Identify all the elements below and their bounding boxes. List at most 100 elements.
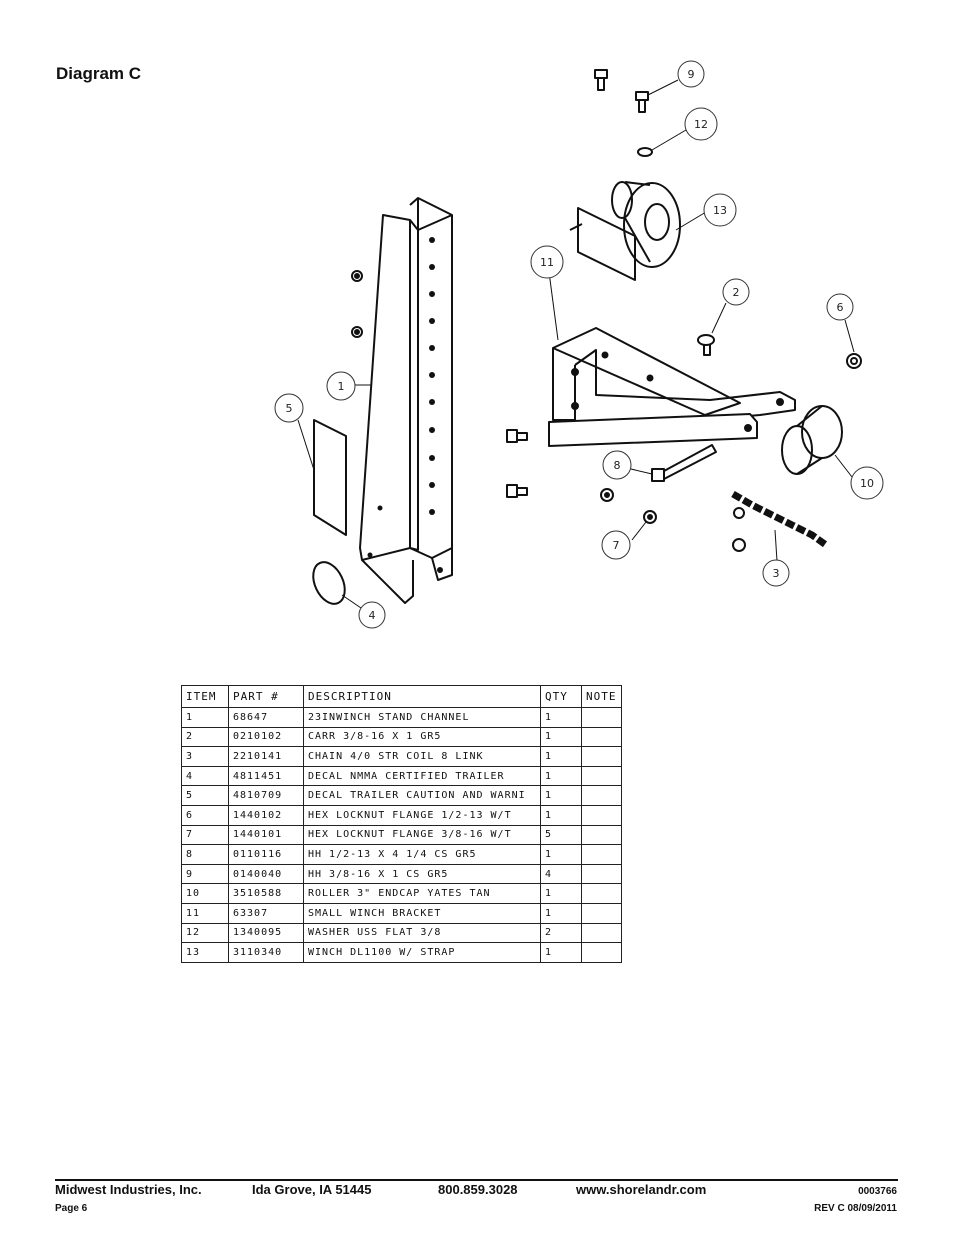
svg-text:9: 9 [688,68,695,81]
cell-qty: 1 [540,883,582,904]
callout-5: 5 [274,393,304,423]
callout-11: 11 [530,245,564,279]
callout-8: 8 [602,450,632,480]
cell-description: DECAL TRAILER CAUTION AND WARNI [303,785,541,806]
svg-text:13: 13 [713,204,727,217]
footer-revision: REV C 08/09/2011 [814,1203,897,1214]
header-item: ITEM [181,685,229,708]
cell-description: HEX LOCKNUT FLANGE 3/8-16 W/T [303,824,541,846]
cell-item: 10 [181,883,229,904]
callout-4: 4 [358,601,386,629]
svg-text:7: 7 [613,539,620,552]
cell-note [581,942,622,963]
footer-city: Ida Grove, IA 51445 [252,1182,372,1197]
cell-item: 2 [181,726,229,748]
cell-part-number: 1440102 [228,804,304,826]
cell-description: CARR 3/8-16 X 1 GR5 [303,726,541,748]
header-note: NOTE [581,685,622,708]
svg-text:10: 10 [860,477,874,490]
callout-12: 12 [684,107,718,141]
cell-note [581,726,622,748]
cell-item: 6 [181,804,229,826]
cell-part-number: 4810709 [228,785,304,806]
callout-10: 10 [850,466,884,500]
svg-text:5: 5 [286,402,293,415]
stand-channel-part [359,197,453,604]
cell-description: 23INWINCH STAND CHANNEL [303,707,541,728]
cell-note [581,707,622,728]
svg-text:11: 11 [540,256,554,269]
cell-part-number: 3110340 [228,942,304,963]
cell-note [581,863,622,885]
footer-company: Midwest Industries, Inc. [55,1182,202,1197]
cell-item: 13 [181,942,229,963]
callout-3: 3 [762,559,790,587]
callout-13: 13 [703,193,737,227]
callout-7: 7 [601,530,631,560]
svg-text:3: 3 [773,567,780,580]
header-description: DESCRIPTION [303,685,541,708]
cell-qty: 1 [540,707,582,728]
cell-part-number: 0110116 [228,844,304,865]
cell-description: HEX LOCKNUT FLANGE 1/2-13 W/T [303,804,541,826]
header-qty: QTY [540,685,582,708]
cell-description: ROLLER 3" ENDCAP YATES TAN [303,883,541,904]
header-part: PART # [228,685,304,708]
cell-item: 5 [181,785,229,806]
cell-note [581,824,622,846]
cell-note [581,765,622,787]
cell-item: 3 [181,746,229,767]
footer-page-number: Page 6 [55,1203,88,1214]
cell-qty: 1 [540,726,582,748]
cell-item: 4 [181,765,229,787]
cell-item: 8 [181,844,229,865]
cell-part-number: 0140040 [228,863,304,885]
footer-doc-number: 0003766 [858,1186,897,1197]
cell-item: 1 [181,707,229,728]
cell-part-number: 2210141 [228,746,304,767]
cell-item: 12 [181,922,229,944]
cell-description: DECAL NMMA CERTIFIED TRAILER [303,765,541,787]
cell-description: SMALL WINCH BRACKET [303,902,541,924]
cell-note [581,883,622,904]
footer-website: www.shorelandr.com [576,1182,707,1197]
page-title: Diagram C [56,64,142,83]
cell-item: 9 [181,863,229,885]
cell-part-number: 63307 [228,902,304,924]
callout-1: 1 [326,371,356,401]
cell-qty: 1 [540,804,582,826]
svg-text:8: 8 [614,459,621,472]
svg-text:2: 2 [733,286,740,299]
svg-text:6: 6 [837,301,844,314]
cell-part-number: 0210102 [228,726,304,748]
cell-description: HH 3/8-16 X 1 CS GR5 [303,863,541,885]
exploded-parts-diagram: 9 12 13 11 2 6 1 5 8 10 7 3 4 [274,60,884,629]
footer-divider [55,1179,898,1181]
cell-note [581,922,622,944]
cell-qty: 1 [540,765,582,787]
cell-note [581,785,622,806]
callout-9: 9 [677,60,705,88]
cell-item: 7 [181,824,229,846]
cell-note [581,804,622,826]
cell-note [581,746,622,767]
cell-qty: 1 [540,942,582,963]
cell-qty: 1 [540,902,582,924]
footer-phone: 800.859.3028 [438,1182,518,1197]
callout-2: 2 [722,278,750,306]
cell-part-number: 4811451 [228,765,304,787]
cell-item: 11 [181,902,229,924]
